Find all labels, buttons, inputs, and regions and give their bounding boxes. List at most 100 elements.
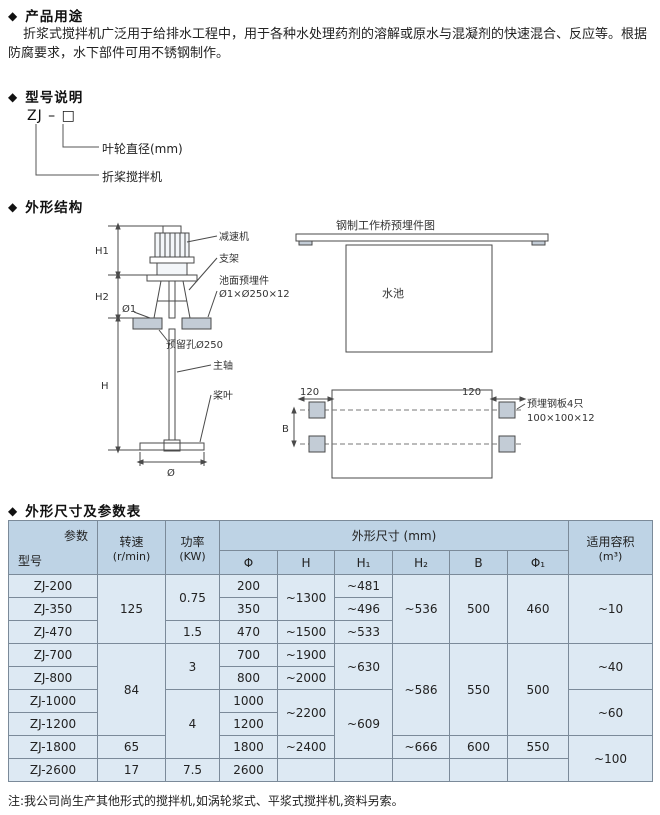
cell-h2: ~536 bbox=[392, 574, 450, 644]
cell-power: 0.75 bbox=[165, 574, 220, 621]
cell-phi1: 500 bbox=[507, 643, 569, 736]
header-volume: 适用容积(m³) bbox=[568, 520, 653, 575]
cell-model: ZJ-1200 bbox=[8, 712, 98, 736]
cell-phi: 800 bbox=[219, 666, 278, 690]
cell-h1: ~609 bbox=[334, 689, 393, 759]
table-row: ZJ-1800 65 1800 ~2400 ~666 600 550 ~100 bbox=[8, 735, 653, 782]
header-col-h: H bbox=[277, 550, 335, 575]
dim-120-left-label: 120 bbox=[300, 387, 319, 398]
cell-phi: 470 bbox=[219, 620, 278, 644]
cell-phi: 200 bbox=[219, 574, 278, 598]
cell-power: 7.5 bbox=[165, 758, 220, 782]
cell-phi: 700 bbox=[219, 643, 278, 667]
diamond-bullet-icon: ◆ bbox=[8, 90, 19, 104]
cell-speed: 84 bbox=[97, 643, 166, 736]
cell-power: 4 bbox=[165, 689, 220, 759]
mixer-dimension-lines bbox=[108, 222, 208, 466]
header-col-phi1: Φ₁ bbox=[507, 550, 569, 575]
corner-bottom-label: 型号 bbox=[18, 554, 43, 568]
dim-h2-label: H2 bbox=[95, 292, 109, 303]
cell-h: ~1300 bbox=[277, 574, 335, 621]
cell-model: ZJ-2600 bbox=[8, 758, 98, 782]
usage-title: 产品用途 bbox=[25, 9, 84, 25]
cell-h: ~1500 bbox=[277, 620, 335, 644]
cell-volume: ~60 bbox=[568, 689, 653, 736]
cell-volume: ~40 bbox=[568, 643, 653, 690]
pool-label: 水池 bbox=[382, 287, 404, 300]
cell-h1: ~630 bbox=[334, 643, 393, 690]
reserved-hole-label: 预留孔Ø250 bbox=[166, 338, 223, 351]
table-row: ZJ-200 125 0.75 200 ~1300 ~481 ~536 500 … bbox=[8, 574, 653, 644]
cell-h: ~2000 bbox=[277, 666, 335, 690]
embed-steel-plate-label-line1: 预埋钢板4只 bbox=[527, 397, 583, 410]
cell-model: ZJ-350 bbox=[8, 597, 98, 621]
table-row: ZJ-700 84 3 700 ~1900 ~630 ~586 550 500 … bbox=[8, 643, 653, 736]
section-structure-heading: ◆ 外形结构 bbox=[8, 196, 83, 216]
model-tree-lines bbox=[35, 124, 99, 176]
cell-speed: 65 bbox=[97, 735, 166, 759]
embed-part-label-line1: 池面预埋件 bbox=[219, 274, 269, 287]
diamond-bullet-icon: ◆ bbox=[8, 9, 19, 23]
spec-table: 参数 型号 转速(r/min) 功率(KW) 外形尺寸 (mm) 适用容积(m³… bbox=[8, 520, 653, 782]
dim-h1-label: H1 bbox=[95, 246, 109, 257]
corner-top-label: 参数 bbox=[63, 529, 88, 543]
header-col-b: B bbox=[449, 550, 508, 575]
header-dims-group: 外形尺寸 (mm) bbox=[219, 520, 569, 551]
bracket-label: 支架 bbox=[219, 253, 239, 265]
cell-model: ZJ-1800 bbox=[8, 735, 98, 759]
table-row: ZJ-1000 4 1000 ~2200 ~609 ~60 bbox=[8, 689, 653, 759]
cell-h: ~2400 bbox=[277, 735, 335, 759]
table-row: ZJ-1200 1200 bbox=[8, 712, 653, 736]
dim-phi1-label: Ø1 bbox=[122, 303, 136, 315]
cell-b: 550 bbox=[449, 643, 508, 736]
header-col-h2: H₂ bbox=[392, 550, 450, 575]
table-row: ZJ-350 350 ~496 bbox=[8, 597, 653, 621]
section-model-heading: ◆ 型号说明 bbox=[8, 86, 83, 106]
table-row: ZJ-800 800 ~2000 bbox=[8, 666, 653, 690]
diamond-bullet-icon: ◆ bbox=[8, 504, 19, 518]
mixer-side-view bbox=[132, 225, 212, 452]
paddle-blade-label: 桨叶 bbox=[213, 389, 233, 402]
corner-header-cell: 参数 型号 bbox=[8, 520, 98, 575]
cell-b: 600 bbox=[449, 735, 508, 759]
dim-b-label: B bbox=[282, 424, 289, 435]
cell-b: 500 bbox=[449, 574, 508, 644]
structure-diagrams: 减速机 支架 池面预埋件 Ø1×Ø250×12 预留孔Ø250 主轴 桨叶 H1… bbox=[95, 219, 595, 479]
cell-model: ZJ-800 bbox=[8, 666, 98, 690]
cell-model: ZJ-470 bbox=[8, 620, 98, 644]
cell-h2 bbox=[392, 758, 450, 782]
cell-model: ZJ-1000 bbox=[8, 689, 98, 713]
cell-h: ~2200 bbox=[277, 689, 335, 736]
model-code: ZJ – □ bbox=[27, 108, 76, 124]
embed-part-label-line2: Ø1×Ø250×12 bbox=[219, 288, 290, 300]
cell-h bbox=[277, 758, 335, 782]
embed-steel-plate-label-line2: 100×100×12 bbox=[527, 413, 595, 424]
reducer-label: 减速机 bbox=[219, 230, 249, 243]
footer-note: 注:我公司尚生产其他形式的搅拌机,如涡轮浆式、平浆式搅拌机,资料另索。 bbox=[8, 794, 404, 808]
dim-120-right-label: 120 bbox=[462, 387, 481, 398]
model-title: 型号说明 bbox=[25, 90, 84, 106]
cell-h2: ~666 bbox=[392, 735, 450, 759]
header-power: 功率(KW) bbox=[165, 520, 220, 575]
cell-phi: 350 bbox=[219, 597, 278, 621]
table-row: ZJ-2600 17 7.5 2600 bbox=[8, 758, 653, 782]
cell-speed: 17 bbox=[97, 758, 166, 782]
cell-phi1: 550 bbox=[507, 735, 569, 759]
cell-phi: 1800 bbox=[219, 735, 278, 759]
model-label-machine-type: 折桨搅拌机 bbox=[102, 170, 163, 184]
usage-paragraph: 折浆式搅拌机广泛用于给排水工程中，用于各种水处理药剂的溶解或原水与混凝剂的快速混… bbox=[8, 27, 648, 61]
header-speed: 转速(r/min) bbox=[97, 520, 166, 575]
cell-h1: ~481 bbox=[334, 574, 393, 598]
cell-volume: ~100 bbox=[568, 735, 653, 782]
structure-title: 外形结构 bbox=[25, 200, 84, 216]
cell-b bbox=[449, 758, 508, 782]
section-table-heading: ◆外形尺寸及参数表 bbox=[8, 500, 141, 520]
cell-h1 bbox=[334, 758, 393, 782]
cell-volume: ~10 bbox=[568, 574, 653, 644]
cell-h1: ~533 bbox=[334, 620, 393, 644]
cell-h2: ~586 bbox=[392, 643, 450, 736]
mixer-leader-lines bbox=[158, 235, 218, 443]
diamond-bullet-icon: ◆ bbox=[8, 200, 19, 214]
cell-phi1: 460 bbox=[507, 574, 569, 644]
